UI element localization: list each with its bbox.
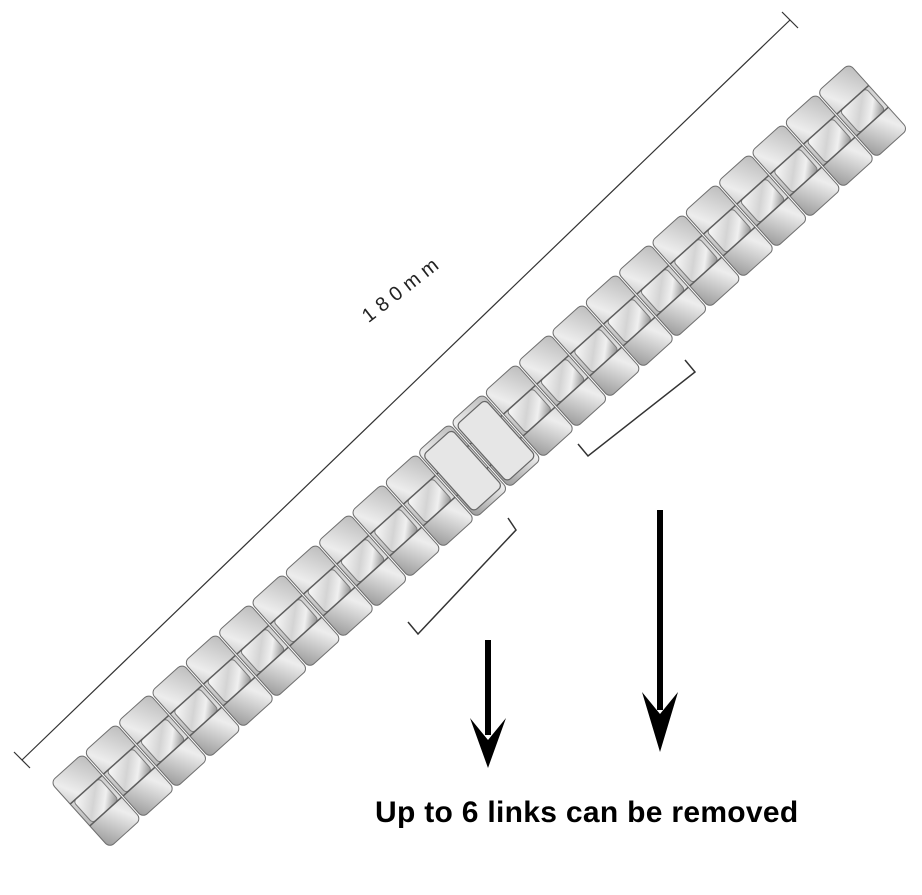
- band-link: [652, 215, 740, 306]
- removable-link-bracket-lower: [407, 517, 517, 636]
- band-link: [352, 485, 440, 576]
- band-link: [585, 275, 673, 366]
- band-link: [552, 305, 640, 396]
- removable-link-bracket-upper: [577, 359, 697, 458]
- watch-band: [52, 65, 906, 846]
- band-link: [419, 425, 506, 516]
- band-link: [385, 455, 473, 546]
- band-link: [719, 155, 806, 246]
- band-link: [319, 515, 406, 606]
- dimension-line: [13, 11, 799, 769]
- band-link: [785, 95, 873, 186]
- band-link: [185, 635, 273, 726]
- band-link: [619, 245, 706, 336]
- band-link: [85, 725, 173, 816]
- band-link: [152, 665, 240, 756]
- band-link: [819, 65, 906, 156]
- removable-links-caption: Up to 6 links can be removed: [375, 796, 799, 829]
- band-link: [452, 395, 540, 486]
- band-link: [752, 125, 840, 216]
- down-arrow-icon: [470, 640, 506, 768]
- band-link: [52, 755, 140, 846]
- band-link: [485, 365, 573, 456]
- band-link: [252, 575, 340, 666]
- band-link: [519, 335, 606, 426]
- band-link: [219, 605, 306, 696]
- band-link: [685, 185, 773, 276]
- band-link: [285, 545, 373, 636]
- band-link: [119, 695, 206, 786]
- down-arrow-icon: [642, 510, 678, 752]
